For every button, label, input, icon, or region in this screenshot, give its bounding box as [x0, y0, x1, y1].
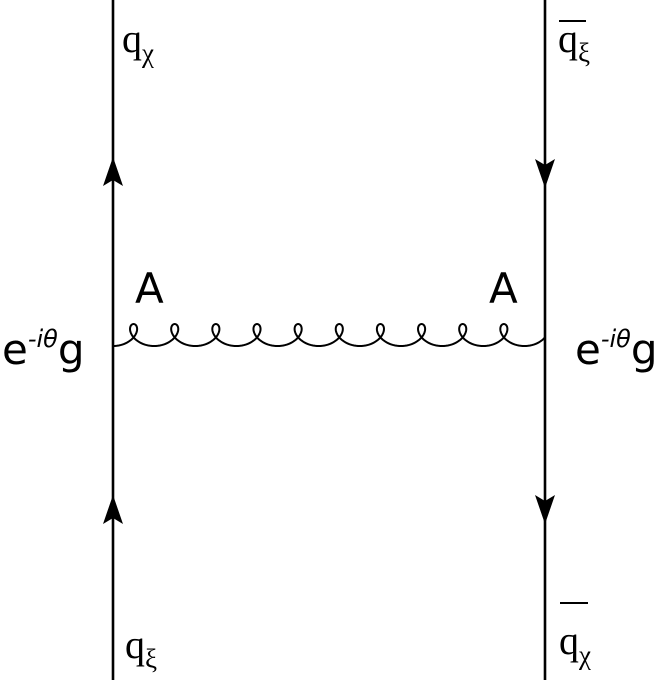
coupling-label-right: e-iθg: [575, 325, 658, 374]
label-top-left-sub: χ: [141, 38, 154, 68]
label-bottom-left-base: q: [125, 622, 145, 667]
label-bottom-left: qξ: [125, 622, 157, 674]
label-top-left: qχ: [122, 16, 154, 68]
label-bottom-right-base: q: [559, 618, 579, 663]
vertex-label-right: A: [489, 264, 518, 313]
label-top-right-sub: ξ: [578, 38, 590, 68]
label-bottom-right-sub: χ: [578, 640, 591, 670]
label-top-left-base: q: [122, 16, 142, 61]
left-upper-arrow: [103, 157, 123, 186]
right-upper-arrow: [535, 159, 555, 188]
coupling-left-tail: g: [58, 325, 85, 374]
label-top-right-base: q: [558, 16, 578, 61]
coupling-right-base: e: [575, 325, 601, 374]
coupling-label-left: e-iθg: [2, 325, 85, 374]
label-bottom-right: qχ: [559, 618, 591, 670]
label-top-right: qξ: [558, 16, 590, 68]
coupling-right-tail: g: [631, 325, 658, 374]
coupling-left-sup: -iθ: [28, 325, 58, 353]
coupling-left-base: e: [2, 325, 28, 374]
left-lower-arrow: [103, 495, 123, 524]
right-lower-arrow: [535, 495, 555, 524]
coupling-right-sup: -iθ: [601, 325, 631, 353]
label-bottom-left-sub: ξ: [145, 644, 157, 674]
vertex-label-left: A: [135, 264, 164, 313]
gluon-propagator: [112, 322, 546, 348]
